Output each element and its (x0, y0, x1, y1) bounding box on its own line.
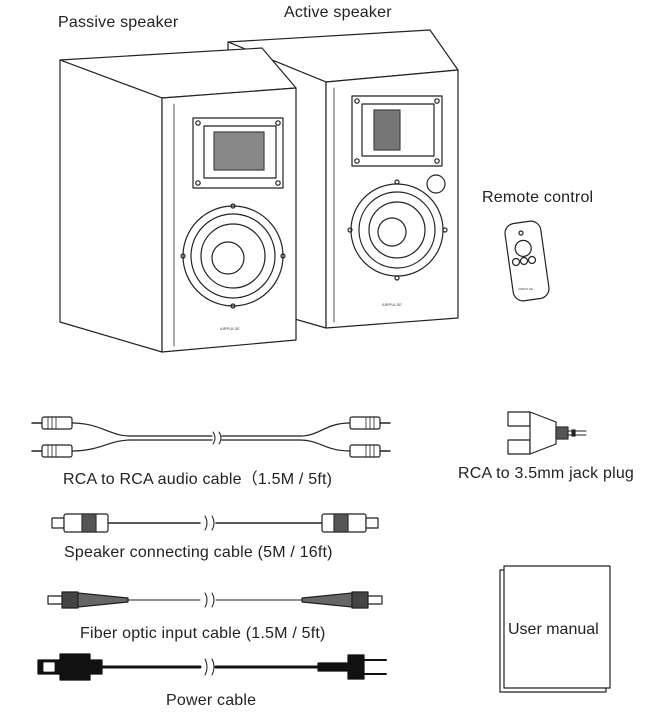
passive-speaker-label: Passive speaker (58, 14, 179, 31)
speaker-cable-illustration (51, 513, 379, 533)
fiber-cable-illustration (47, 591, 383, 609)
power-cable-label: Power cable (166, 692, 257, 709)
power-cable-illustration (37, 653, 387, 681)
passive-speaker-illustration: AIRPULSE (59, 47, 297, 353)
remote-control-label: Remote control (482, 189, 594, 206)
remote-control-illustration: AIRPULSE (504, 220, 550, 302)
speaker-cable-label: Speaker connecting cable (5M / 16ft) (64, 544, 333, 561)
rca-cable-illustration (31, 416, 391, 458)
svg-text:AIRPULSE: AIRPULSE (518, 287, 533, 291)
svg-text:AIRPULSE: AIRPULSE (220, 326, 240, 331)
user-manual-illustration (499, 565, 611, 693)
user-manual-label: User manual (508, 621, 599, 638)
rca-jack-adapter-illustration (507, 411, 587, 455)
active-speaker-label: Active speaker (284, 4, 392, 21)
rca-jack-label: RCA to 3.5mm jack plug (458, 465, 635, 482)
svg-text:AIRPULSE: AIRPULSE (382, 302, 402, 307)
fiber-cable-label: Fiber optic input cable (1.5M / 5ft) (80, 625, 326, 642)
active-speaker-illustration: AIRPULSE (227, 29, 459, 329)
rca-cable-label: RCA to RCA audio cable（1.5M / 5ft) (63, 471, 333, 488)
